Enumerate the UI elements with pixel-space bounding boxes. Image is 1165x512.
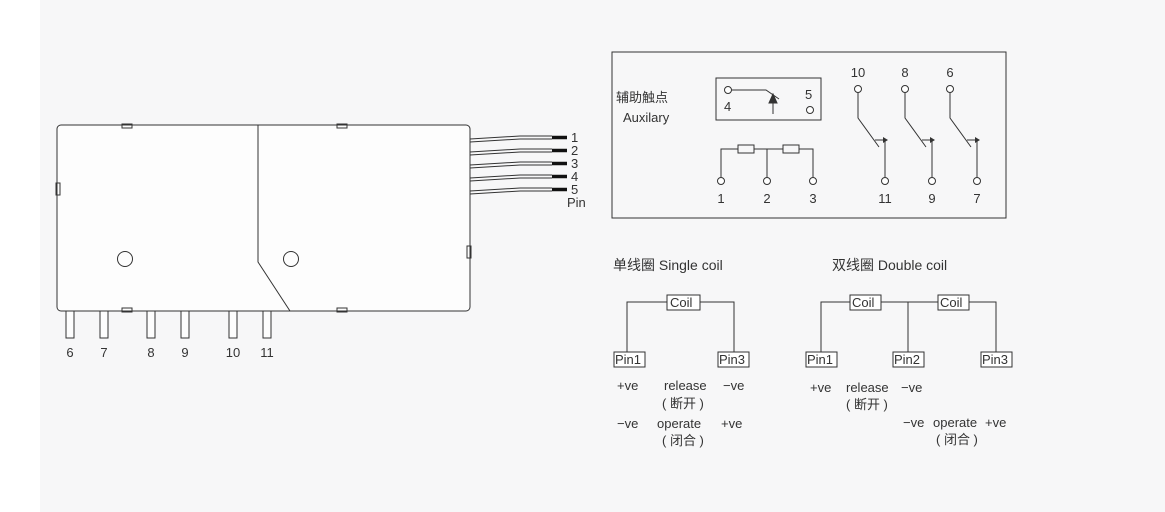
double-row1-left: +ve	[810, 380, 831, 395]
terminal-pin-number: 8	[147, 345, 154, 360]
terminal-pin	[99, 310, 109, 339]
coil-pin-number: 3	[809, 191, 816, 206]
single-row2-cn: ( 闭合 )	[662, 433, 704, 448]
wire-lead	[469, 148, 567, 156]
terminal-pin	[180, 310, 190, 339]
mounting-hole	[283, 251, 299, 267]
double-coil-title: 双线圈 Double coil	[832, 257, 947, 273]
single-row1-left: +ve	[617, 378, 638, 393]
terminal-pin	[65, 310, 75, 339]
double-pin2: Pin2	[894, 352, 920, 367]
wire-pin-label: Pin	[567, 195, 586, 210]
wire-pin-number: 4	[571, 169, 578, 184]
aux-pin-5: 5	[805, 87, 812, 102]
double-row2-right: +ve	[985, 415, 1006, 430]
terminal-pin	[262, 310, 272, 339]
double-row1-right: −ve	[901, 380, 922, 395]
wire-pin-number: 1	[571, 130, 578, 145]
single-row2-right: +ve	[721, 416, 742, 431]
double-row1-cn: ( 断开 )	[846, 397, 888, 412]
relay-body	[55, 123, 472, 313]
single-pin1: Pin1	[615, 352, 641, 367]
main-contacts: 10 11 8 9 6 7	[851, 65, 981, 206]
contact-top-pin: 6	[946, 65, 953, 80]
schematic-box	[611, 51, 1007, 219]
terminal-pin-number: 9	[181, 345, 188, 360]
terminal-pin	[228, 310, 238, 339]
double-row1-mid: release	[846, 380, 889, 395]
contact-bottom-pin: 9	[928, 191, 935, 206]
terminal-pin	[146, 310, 156, 339]
terminal-pin-number: 11	[260, 345, 274, 360]
contact-bottom-pin: 11	[878, 191, 892, 206]
double-pin3: Pin3	[982, 352, 1008, 367]
double-row2-cn: ( 闭合 )	[936, 432, 978, 447]
single-row2-left: −ve	[617, 416, 638, 431]
double-pin1: Pin1	[807, 352, 833, 367]
aux-contact-symbol	[715, 77, 822, 121]
wire-pin-number: 3	[571, 156, 578, 171]
wire-pin-number: 2	[571, 143, 578, 158]
wire-pin-number: 5	[571, 182, 578, 197]
double-coil-label-1: Coil	[852, 295, 875, 310]
terminal-pin-number: 10	[226, 345, 240, 360]
wire-lead	[469, 161, 567, 169]
single-row2-mid: operate	[657, 416, 701, 431]
contact-symbol	[854, 85, 889, 185]
single-coil-title: 单线圈 Single coil	[613, 257, 723, 273]
mounting-hole	[117, 251, 133, 267]
contact-bottom-pin: 7	[973, 191, 980, 206]
double-row2-left: −ve	[903, 415, 924, 430]
contact-top-pin: 8	[901, 65, 908, 80]
single-row1-right: −ve	[723, 378, 744, 393]
coil-pin-number: 2	[763, 191, 770, 206]
aux-label-en: Auxilary	[623, 110, 670, 125]
single-coil-label: Coil	[670, 295, 693, 310]
wire-lead	[469, 187, 567, 195]
double-coil-wiring	[805, 294, 1013, 368]
coil-pin-labels: 1 2 3	[717, 191, 816, 206]
bottom-pins: 6 7 8 9 10 11	[65, 310, 274, 360]
wire-lead	[469, 174, 567, 182]
double-coil-label-2: Coil	[940, 295, 963, 310]
contact-symbol	[946, 85, 981, 185]
single-row1-cn: ( 断开 )	[662, 396, 704, 411]
contact-top-pin: 10	[851, 65, 865, 80]
aux-pin-4: 4	[724, 99, 731, 114]
wire-lead	[469, 135, 567, 143]
single-row1-mid: release	[664, 378, 707, 393]
terminal-pin-number: 7	[100, 345, 107, 360]
single-coil-wiring	[613, 294, 750, 368]
coil-symbol	[717, 144, 817, 185]
aux-label-cn: 辅助触点	[616, 90, 668, 105]
contact-symbol	[901, 85, 936, 185]
single-pin3: Pin3	[719, 352, 745, 367]
coil-pin-number: 1	[717, 191, 724, 206]
terminal-pin-number: 6	[66, 345, 73, 360]
double-row2-mid: operate	[933, 415, 977, 430]
